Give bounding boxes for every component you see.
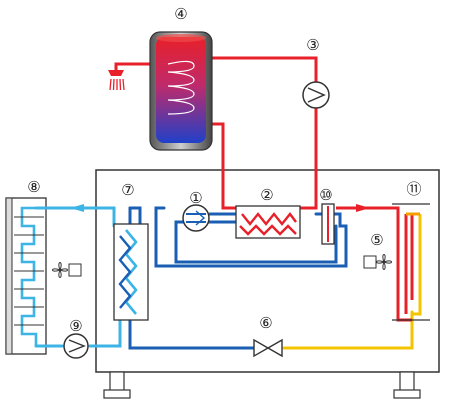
component-labels: ① ② ③ ④ ⑤ ⑥ ⑦ ⑧ ⑨ ⑩ ⑪	[27, 5, 421, 335]
hex-hot-out	[300, 196, 318, 210]
water-circulation-pump	[302, 81, 330, 109]
storage-tank	[149, 31, 213, 151]
receiver	[321, 203, 335, 245]
liquid-line-right	[282, 310, 414, 350]
unit-housing	[95, 169, 440, 399]
shower-head-icon	[108, 70, 125, 91]
label-4: ④	[174, 5, 187, 23]
expansion-valve	[253, 338, 283, 358]
return-line-4	[154, 206, 348, 268]
label-1: ①	[189, 189, 202, 207]
label-8: ⑧	[27, 178, 40, 196]
label-5: ⑤	[370, 231, 383, 249]
compressor	[182, 204, 210, 232]
fan-icon	[52, 262, 82, 278]
right-foot	[399, 371, 415, 393]
label-6: ⑥	[259, 314, 272, 332]
discharge-arrow	[356, 204, 370, 212]
hex-hot-in	[221, 186, 236, 210]
left-foot	[109, 371, 125, 393]
label-10: ⑩	[319, 186, 332, 204]
fan-icon	[363, 254, 392, 270]
brine-arrow	[70, 204, 84, 212]
condenser-coil	[392, 203, 430, 321]
plate-heat-exchanger	[235, 205, 301, 239]
air-coil-housing	[5, 197, 47, 355]
label-3: ③	[306, 36, 319, 54]
label-7: ⑦	[121, 181, 134, 199]
tank-coil	[167, 60, 195, 115]
label-2: ②	[260, 186, 273, 204]
brine-heat-exchanger	[113, 223, 149, 321]
brine-pump	[63, 333, 89, 359]
label-9: ⑨	[69, 317, 82, 335]
hot-water-return-pipe	[211, 56, 318, 196]
label-11: ⑪	[406, 180, 421, 198]
air-coil-loop	[20, 206, 38, 348]
shower-pipe	[114, 62, 152, 70]
air-coil-fins	[14, 216, 44, 326]
